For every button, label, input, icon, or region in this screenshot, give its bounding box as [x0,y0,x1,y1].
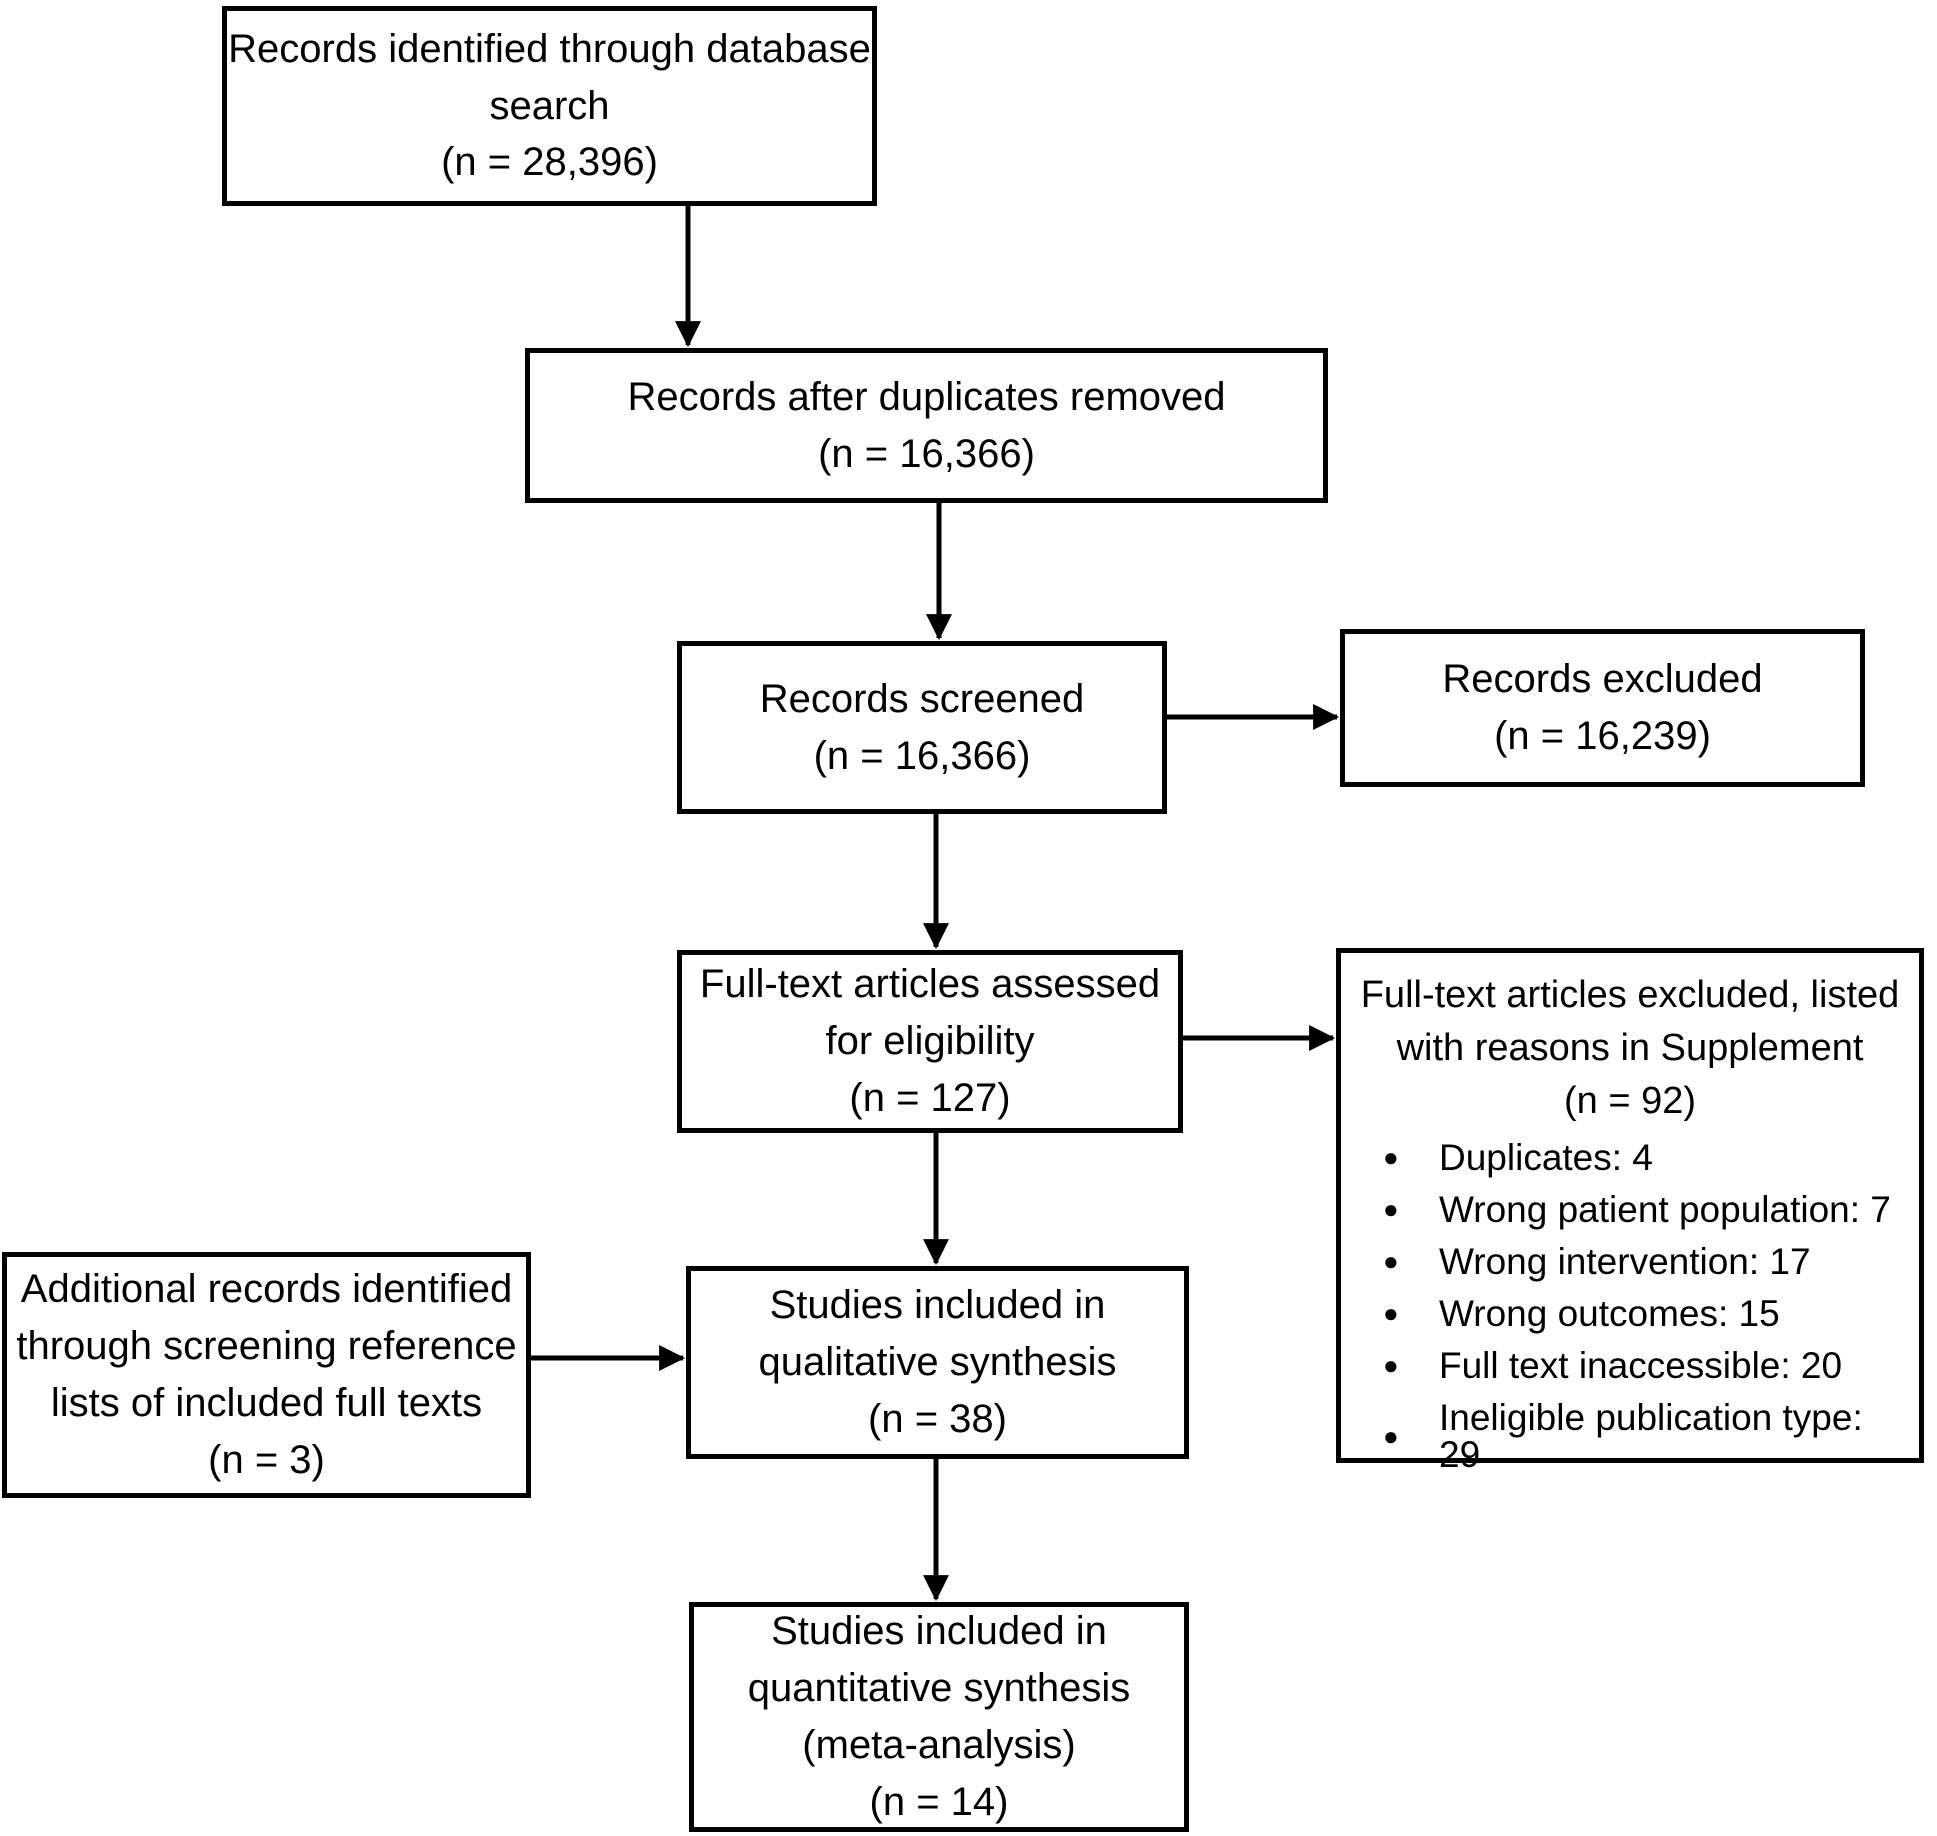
box-count: (n = 127) [849,1075,1011,1120]
box-fulltext-articles-excluded: Full-text articles excluded, listed with… [1336,948,1924,1473]
exclusion-reason-item: ● Ineligible publication type: 29 [1383,1399,1905,1473]
exclusion-reasons-list: ● Duplicates: 4 ● Wrong patient populati… [1355,1139,1905,1488]
exclusion-reason-item: ● Wrong intervention: 17 [1383,1243,1905,1280]
box-count: (n = 16,366) [813,733,1031,778]
exclusion-reason-item: ● Wrong outcomes: 15 [1383,1295,1905,1332]
box-studies-quantitative-synthesis: Studies included in quantitative synthes… [689,1602,1189,1832]
box-line: Studies included in [771,1609,1107,1654]
bullet-icon: ● [1383,1142,1399,1173]
box-line: Records after duplicates removed [627,374,1226,419]
box-line: (meta-analysis) [802,1723,1076,1767]
bullet-icon: ● [1383,1350,1399,1381]
box-count: (n = 16,366) [818,431,1035,476]
box-count: (n = 16,239) [1494,714,1711,758]
exclusion-reason-label: Wrong patient population: 7 [1439,1188,1891,1230]
box-count: (n = 14) [869,1779,1009,1824]
bullet-icon: ● [1383,1246,1399,1277]
exclusion-reason-item: ● Full text inaccessible: 20 [1383,1347,1905,1384]
box-line: Full-text articles excluded, listed [1360,974,1900,1016]
exclusion-reason-item: ● Wrong patient population: 7 [1383,1191,1905,1228]
box-line: Full-text articles assessed [699,962,1161,1007]
bullet-icon: ● [1383,1420,1399,1451]
box-records-after-duplicates-removed: Records after duplicates removed (n = 16… [525,348,1328,503]
box-records-excluded: Records excluded (n = 16,239) [1340,629,1865,787]
bullet-icon: ● [1383,1298,1399,1329]
box-line: for eligibility [825,1019,1035,1064]
exclusion-reason-item: ● Duplicates: 4 [1383,1139,1905,1176]
box-fulltext-articles-assessed: Full-text articles assessed for eligibil… [677,950,1183,1133]
bullet-icon: ● [1383,1194,1399,1225]
box-line: lists of included full texts [50,1381,483,1425]
box-count: (n = 38) [868,1396,1007,1441]
box-line: search [489,83,610,128]
box-line: through screening reference [16,1324,517,1369]
exclusion-reason-label: Duplicates: 4 [1439,1136,1653,1178]
box-line: Records identified through database [228,26,871,71]
box-additional-records-identified: Additional records identified through sc… [2,1252,531,1498]
box-line: qualitative synthesis [758,1340,1117,1385]
box-records-identified: Records identified through database sear… [222,6,877,206]
exclusion-reason-label: Full text inaccessible: 20 [1439,1344,1843,1386]
box-studies-qualitative-synthesis: Studies included in qualitative synthesi… [686,1266,1189,1459]
box-line: quantitative synthesis [747,1666,1131,1711]
box-count: (n = 92) [1563,1080,1697,1123]
exclusion-reason-label: Wrong outcomes: 15 [1439,1292,1780,1334]
exclusion-reason-label: Wrong intervention: 17 [1439,1240,1811,1282]
box-count: (n = 28,396) [441,140,658,185]
box-line: Records screened [759,676,1085,721]
box-records-screened: Records screened (n = 16,366) [677,641,1167,814]
box-line: Studies included in [769,1283,1106,1328]
box-line: with reasons in Supplement [1396,1027,1864,1070]
box-line: Records excluded [1442,657,1763,702]
box-line: Additional records identified [20,1267,513,1312]
exclusion-reason-label: Ineligible publication type: 29 [1439,1396,1863,1475]
box-count: (n = 3) [208,1437,325,1482]
